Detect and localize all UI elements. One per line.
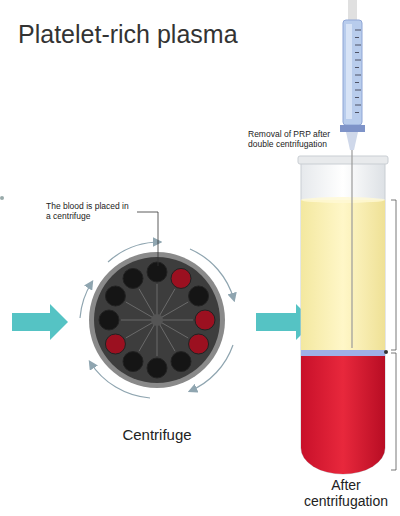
- tube-slot: [99, 310, 119, 330]
- test-tube: [298, 156, 388, 474]
- tube-slot: [171, 352, 191, 372]
- centrifuge-rotor: [89, 252, 225, 388]
- callout-label: The blood is placed in a centrifuge: [46, 202, 134, 222]
- tube-slot: [123, 352, 143, 372]
- tube-slot: [189, 334, 209, 354]
- diagram-title: Platelet-rich plasma: [18, 20, 238, 49]
- tube-slot: [105, 334, 125, 354]
- tube-slot: [189, 286, 209, 306]
- tube-slot: [171, 268, 191, 288]
- tube-slot: [147, 262, 167, 282]
- bracket: [391, 353, 396, 470]
- stage-label: After centrifugation: [298, 477, 394, 509]
- syringe: [340, 0, 365, 348]
- tube-slot: [195, 310, 215, 330]
- flow-arrow: [12, 304, 68, 340]
- part-label: Centrifuge: [100, 426, 214, 443]
- rotation-arrows: [80, 242, 234, 398]
- tube-slot: [123, 268, 143, 288]
- tube-slot: [105, 286, 125, 306]
- leader-line: [137, 212, 158, 266]
- tube-slot: [147, 358, 167, 378]
- bracket: [391, 200, 396, 350]
- callout-label: Removal of PRP after double centrifugati…: [248, 130, 340, 150]
